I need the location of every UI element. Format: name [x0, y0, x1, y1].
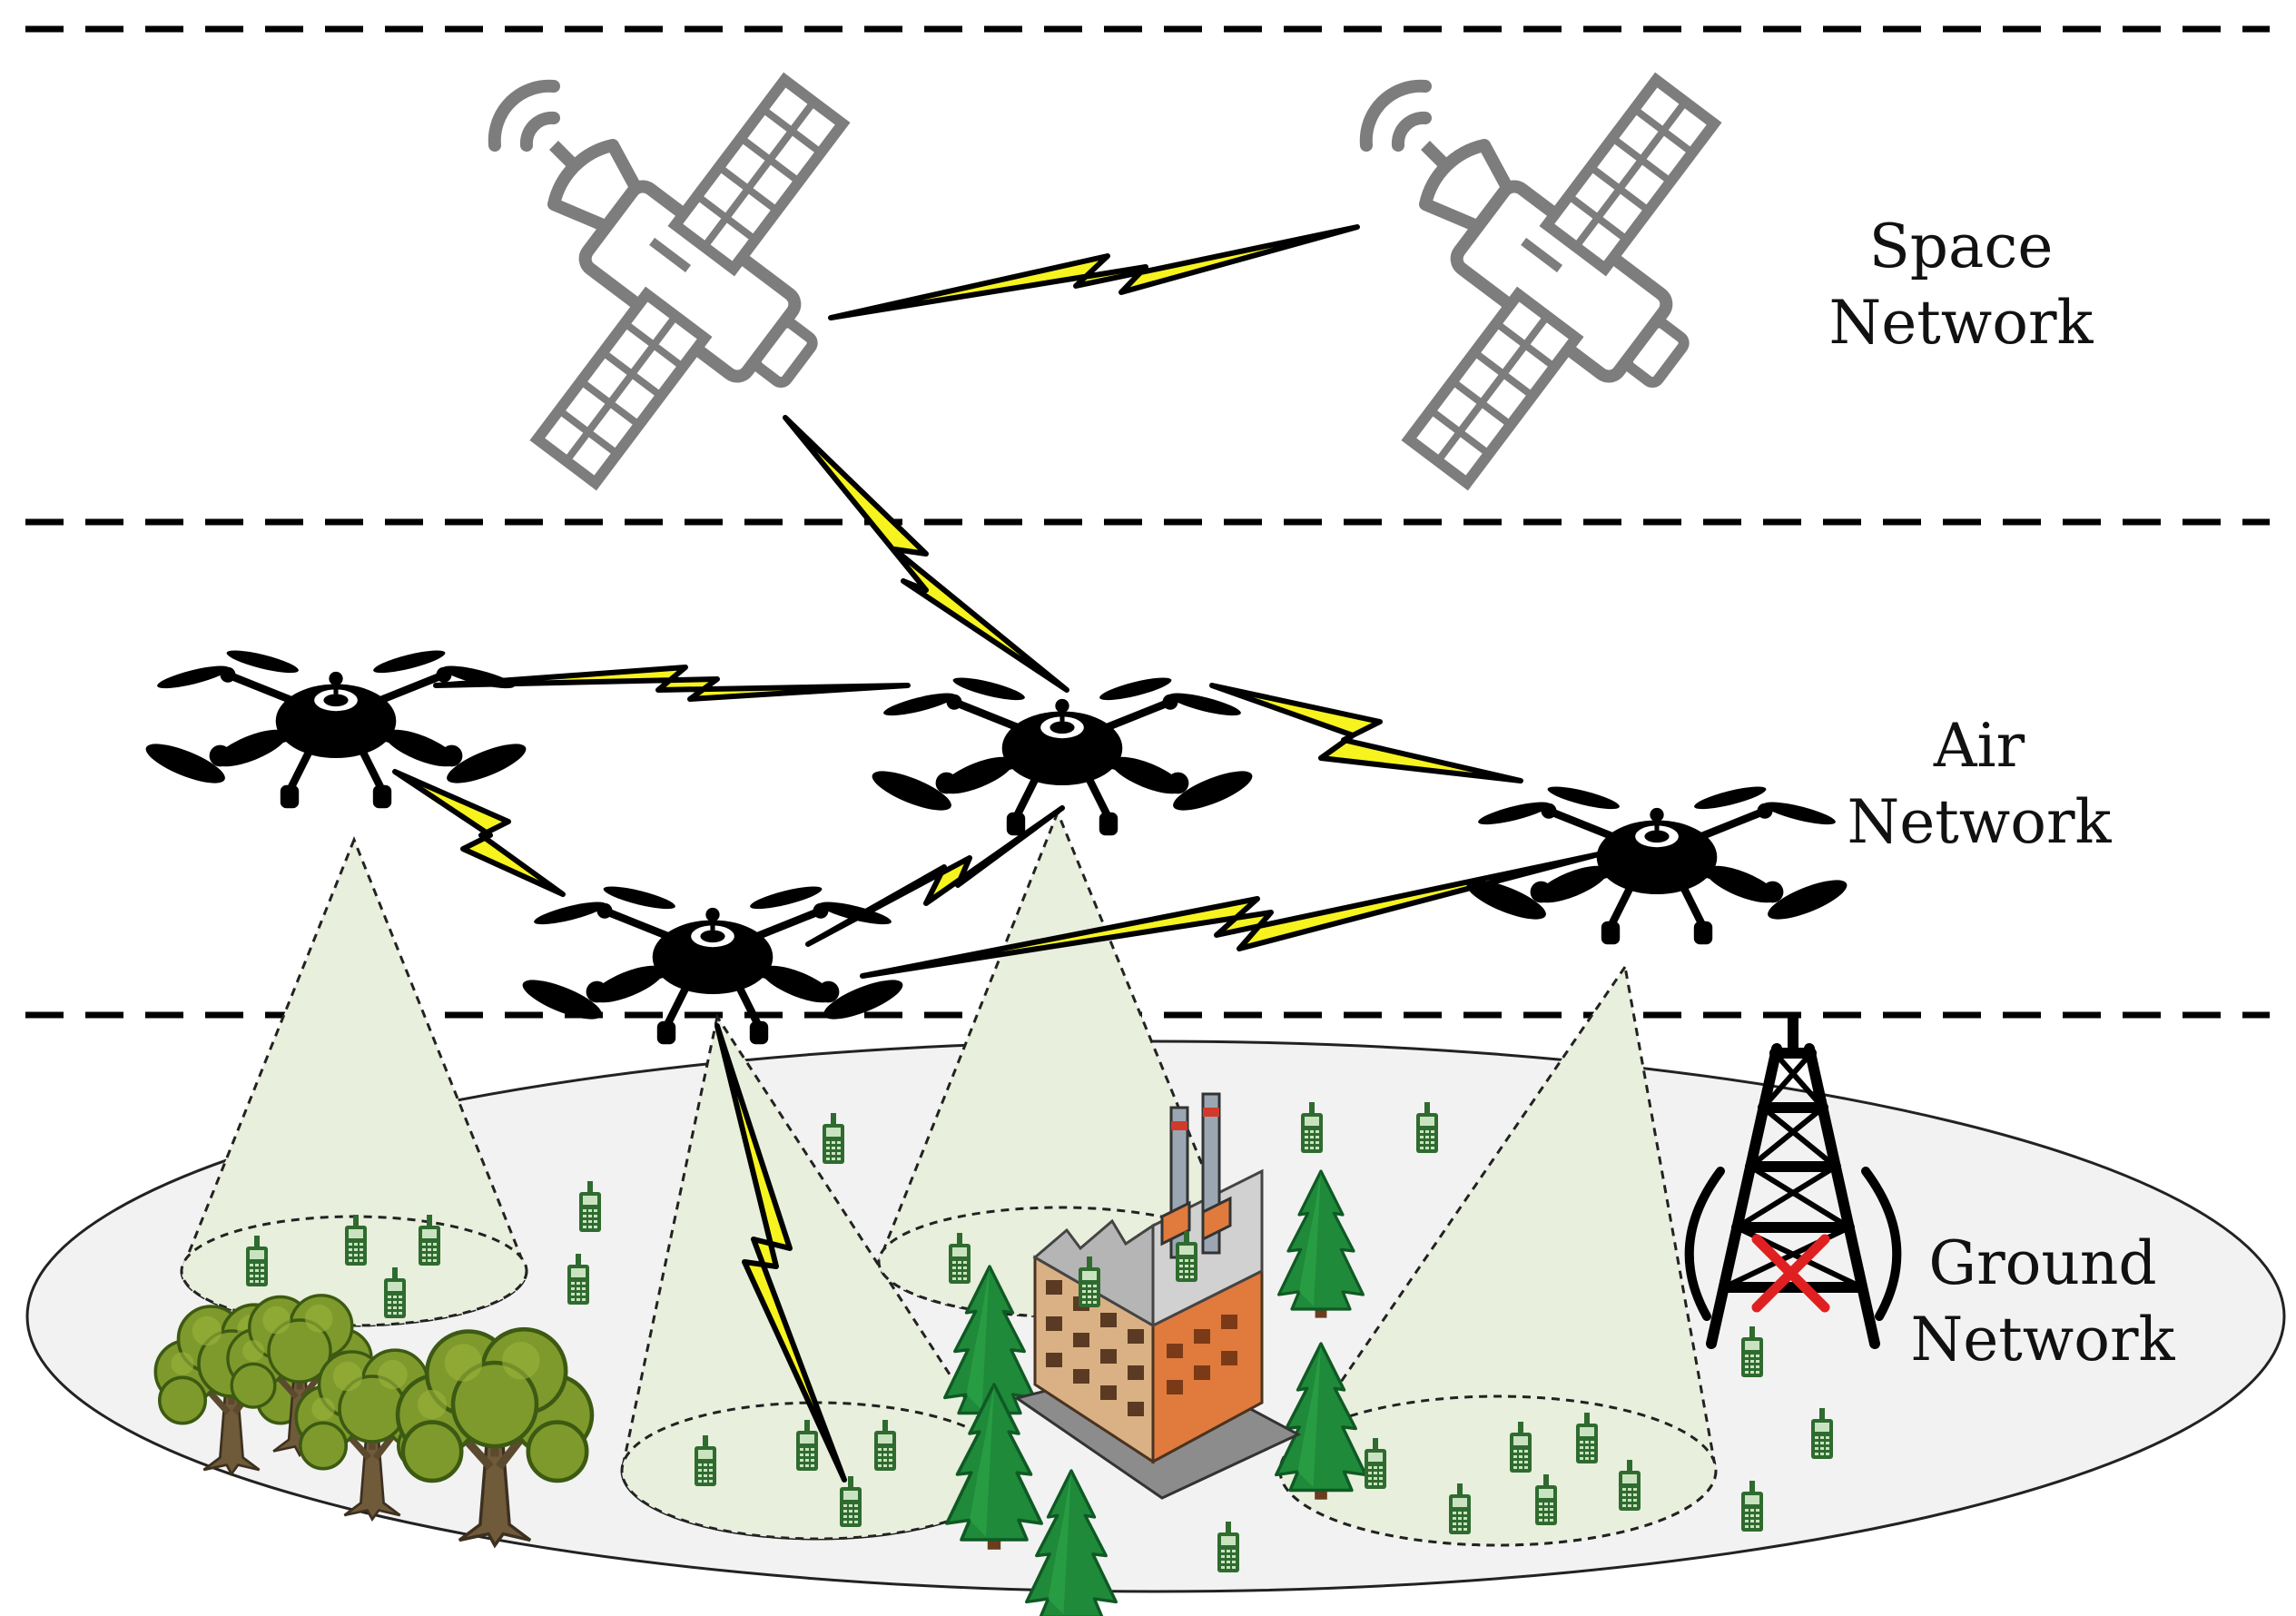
factory-icon: [1013, 1092, 1302, 1500]
satellite-icon: [1366, 80, 1714, 483]
air-label-line1: Air: [1933, 711, 2025, 781]
coverage-cones: [180, 808, 1718, 1547]
drone-icon: [142, 646, 530, 809]
air-label-line2: Network: [1847, 787, 2112, 857]
coverage-cone-4: [1278, 963, 1718, 1547]
air-network-label: Air Network: [1807, 708, 2152, 861]
link-sat-sat: [828, 224, 1360, 320]
ground-network-label: Ground Network: [1870, 1226, 2215, 1378]
link-drone-ground: [714, 1023, 847, 1483]
space-network-label: Space Network: [1793, 209, 2129, 361]
link-sat-drone: [783, 415, 1069, 693]
ground-label-line2: Network: [1910, 1305, 2175, 1375]
link-drone-drone-d: [1209, 683, 1523, 783]
drone-icon: [518, 882, 907, 1045]
cross-icon: [1751, 1234, 1830, 1313]
space-label-line2: Network: [1828, 288, 2094, 358]
link-drone-drone-c: [805, 805, 1065, 947]
wireless-links: [392, 224, 1605, 1483]
ground-label-line1: Ground: [1928, 1228, 2157, 1298]
cell-tower-icon: [1684, 1017, 1902, 1349]
drone-icon: [1463, 783, 1851, 945]
link-drone-drone-a: [433, 665, 911, 702]
space-label-line1: Space: [1868, 212, 2054, 281]
link-drone-drone-b: [392, 769, 566, 897]
